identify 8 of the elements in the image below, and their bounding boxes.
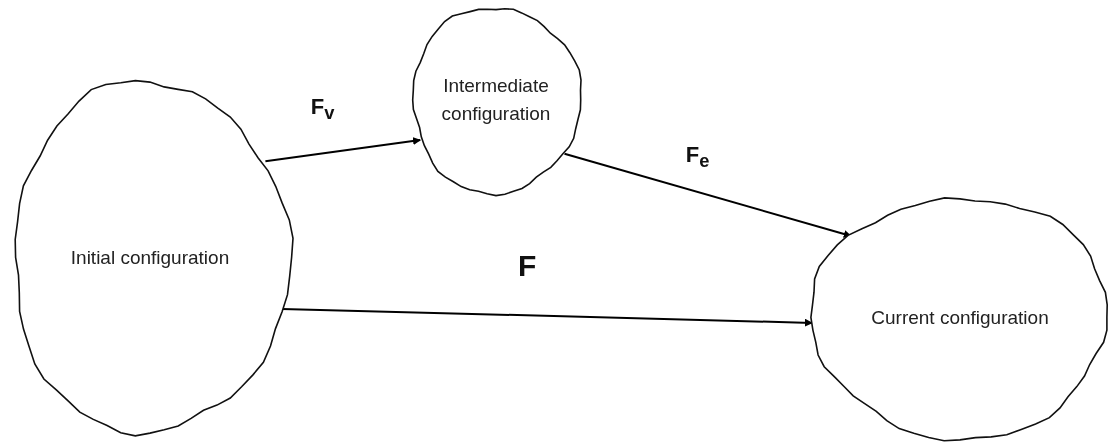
node-label: Current configuration — [871, 305, 1049, 330]
configuration-blob — [410, 5, 582, 195]
edge-label: F$_{e}$ — [685, 141, 710, 173]
configuration-blob — [810, 195, 1110, 440]
edge-label: F$_{v}$ — [310, 93, 335, 124]
edge-label: F — [518, 248, 537, 283]
node-label: Intermediate configuration — [440, 74, 552, 126]
arrow — [264, 137, 422, 163]
